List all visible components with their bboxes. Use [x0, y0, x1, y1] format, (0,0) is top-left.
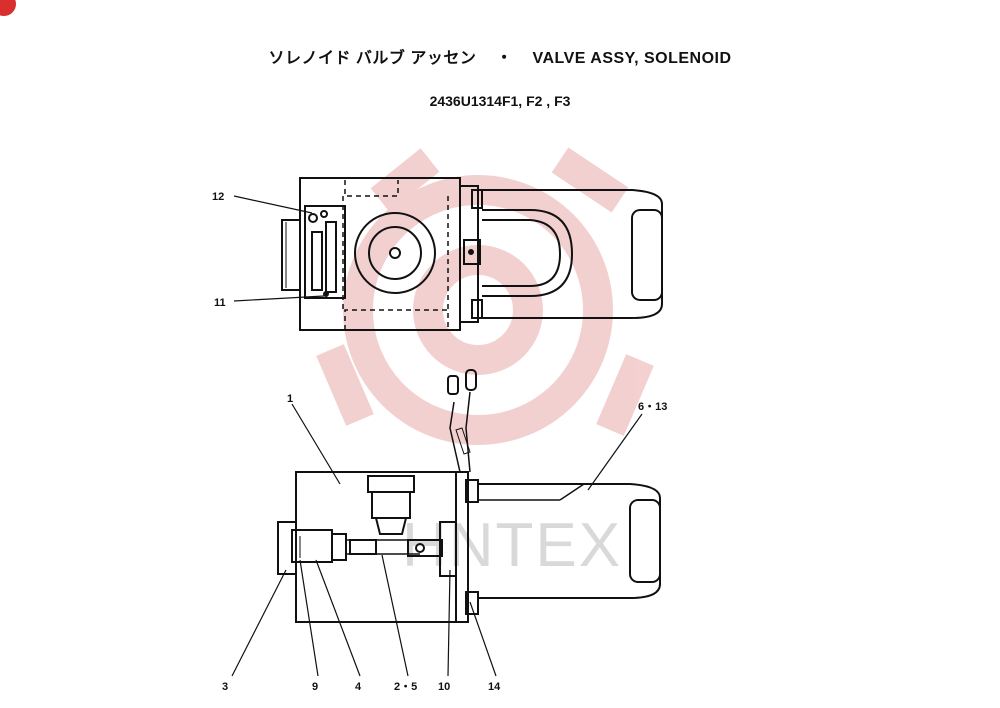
title-jp: ソレノイド バルブ アッセン: [268, 50, 477, 67]
corner-badge: [0, 0, 16, 16]
watermark-text: HNTEX: [402, 511, 622, 580]
callout-14: 14: [488, 681, 501, 693]
callout-2-5: 2・5: [394, 681, 417, 693]
part-numbers: 2436U1314F1, F2 , F3: [429, 93, 571, 109]
top-leaders: [233, 195, 325, 302]
page-title: ソレノイド バルブ アッセン ・ VALVE ASSY, SOLENOID: [0, 44, 1000, 68]
callout-12: 12: [212, 191, 224, 203]
side-leaders: [231, 403, 643, 677]
callout-9: 9: [312, 681, 318, 693]
callout-4: 4: [355, 681, 362, 693]
callout-6-13: 6・13: [638, 401, 667, 413]
title-separator: ・: [496, 50, 513, 67]
title-en: VALVE ASSY, SOLENOID: [532, 50, 732, 67]
callout-10: 10: [438, 681, 450, 693]
top-view: [281, 177, 663, 331]
side-view: [277, 369, 661, 623]
callout-11: 11: [214, 297, 226, 309]
callout-3: 3: [222, 681, 228, 693]
callout-1: 1: [287, 393, 293, 405]
